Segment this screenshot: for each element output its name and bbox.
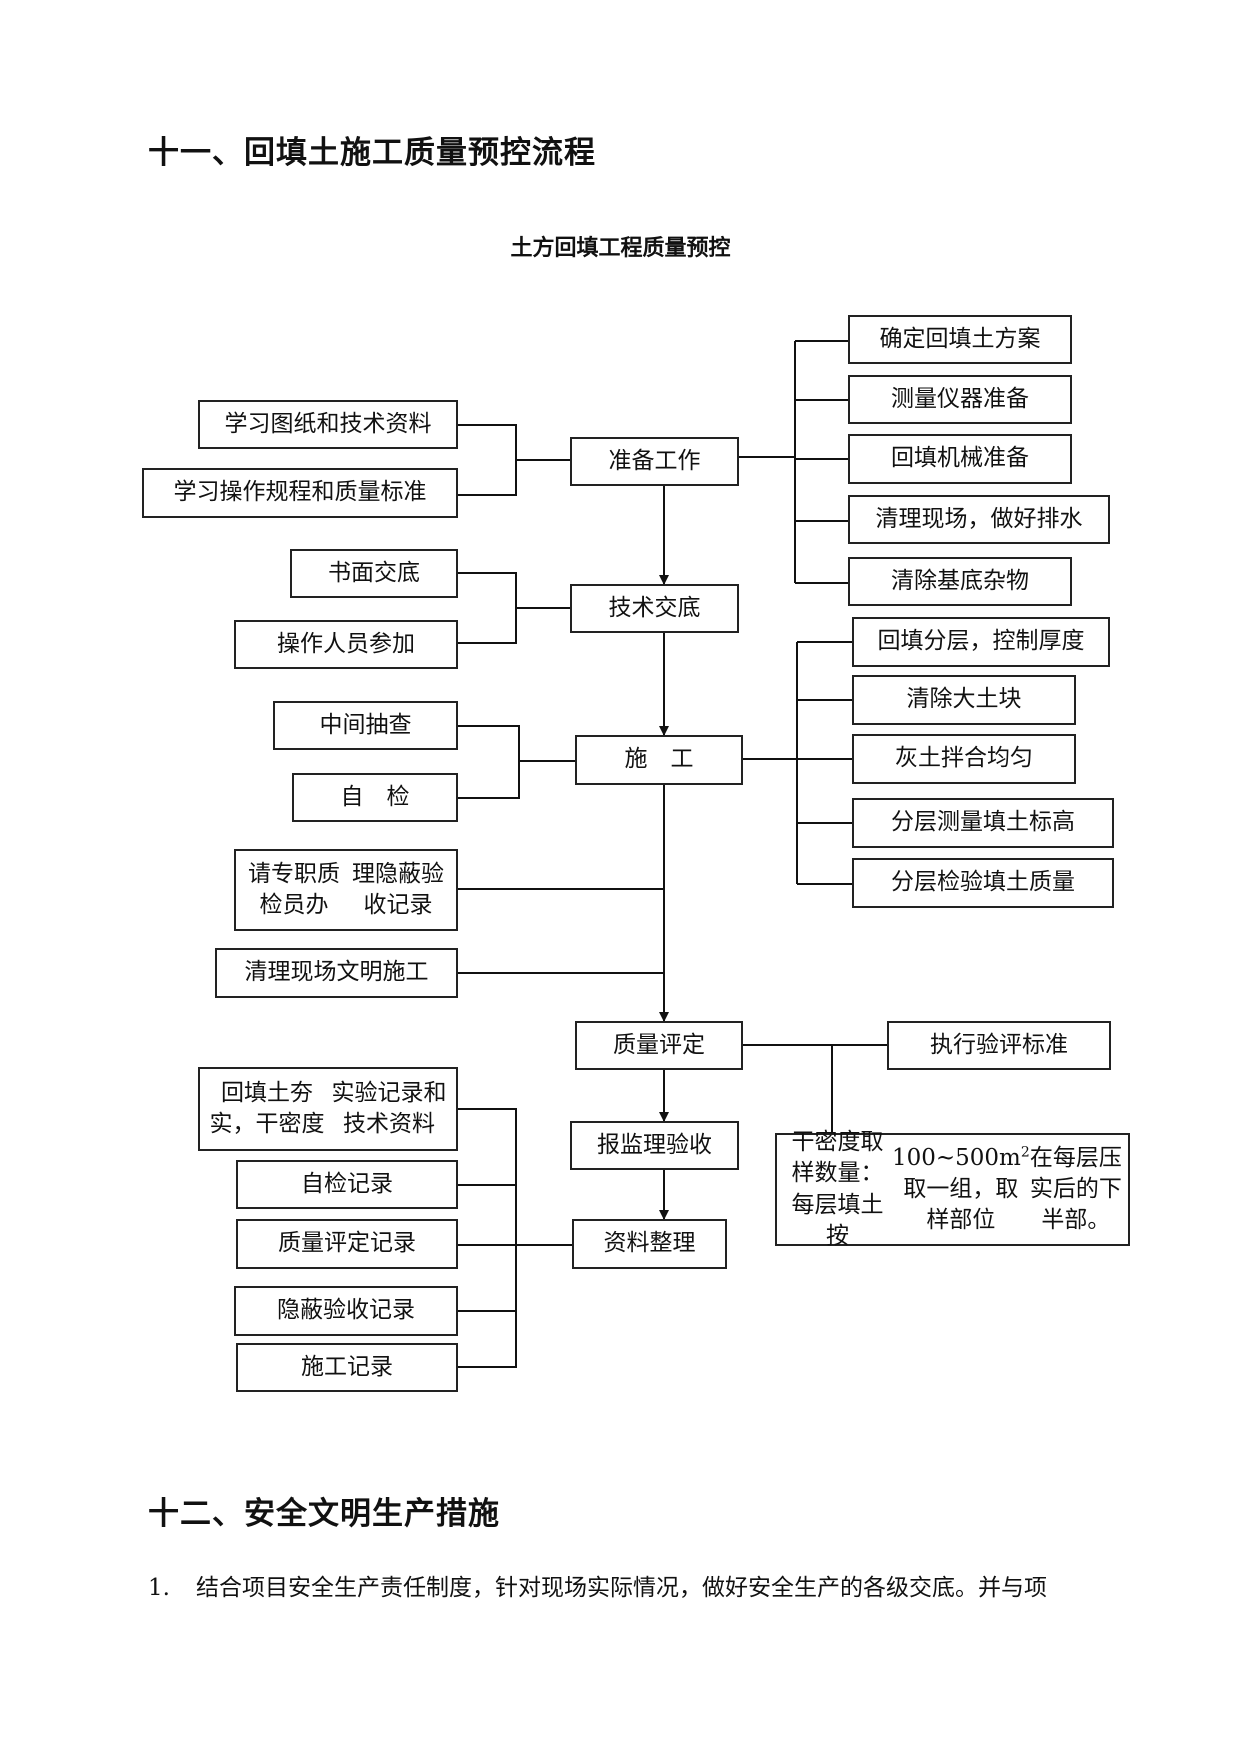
construction-right-item: 灰土拌合均匀 xyxy=(852,734,1076,784)
paragraph-text: 结合项目安全生产责任制度，针对现场实际情况，做好安全生产的各级交底。并与项 xyxy=(195,1575,1047,1601)
sampling-note-line2-pre: 100~500m xyxy=(891,1144,1021,1171)
prepare-right-item: 清理现场，做好排水 xyxy=(848,495,1110,544)
list-number: 1. xyxy=(148,1575,170,1601)
paragraph-item-1: 1. 结合项目安全生产责任制度，针对现场实际情况，做好安全生产的各级交底。并与项 xyxy=(148,1568,1047,1602)
archive-left-item-line2: 实验记录和技术资料 xyxy=(331,1079,447,1137)
construction-right-item: 分层检验填土质量 xyxy=(852,858,1114,908)
step-report-supervision: 报监理验收 xyxy=(570,1121,739,1170)
prepare-right-item: 回填机械准备 xyxy=(848,434,1072,484)
step-archive-documents: 资料整理 xyxy=(572,1219,727,1269)
inspection-record-box: 请专职质检员办 理隐蔽验收记录 xyxy=(234,849,458,931)
prepare-right-item: 测量仪器准备 xyxy=(848,375,1072,424)
prepare-left-item: 学习操作规程和质量标准 xyxy=(142,468,458,518)
briefing-left-item: 书面交底 xyxy=(290,549,458,598)
connector-construction-right xyxy=(743,641,852,885)
archive-left-item: 回填土夯实，干密度 实验记录和技术资料 xyxy=(198,1067,458,1151)
connector-prepare-left xyxy=(458,424,570,496)
archive-left-item: 质量评定记录 xyxy=(236,1219,458,1269)
briefing-left-item: 操作人员参加 xyxy=(234,620,458,669)
archive-left-item: 自检记录 xyxy=(236,1160,458,1209)
sampling-note-line1: 干密度取样数量：每层填土按 xyxy=(791,1129,884,1249)
step-quality-evaluation: 质量评定 xyxy=(575,1021,743,1070)
archive-left-item: 隐蔽验收记录 xyxy=(234,1286,458,1336)
sampling-note-line2-post: 取一组，取样部位 xyxy=(903,1175,1019,1234)
construction-right-item: 分层测量填土标高 xyxy=(852,798,1114,848)
sampling-note-line3: 在每层压实后的下半部。 xyxy=(1029,1144,1122,1234)
site-cleanup-box: 清理现场文明施工 xyxy=(215,948,458,998)
step-technical-briefing: 技术交底 xyxy=(570,584,739,633)
sampling-note-superscript: 2 xyxy=(1020,1144,1030,1161)
sampling-note-box: 干密度取样数量：每层填土按 100~500m2 取一组，取样部位 在每层压实后的… xyxy=(775,1129,1130,1249)
prepare-right-item: 清除基底杂物 xyxy=(848,557,1072,606)
step-construction: 施 工 xyxy=(575,735,743,785)
connector-archive-left xyxy=(458,1108,572,1368)
connector-prepare-right xyxy=(739,340,848,584)
archive-left-item-line1: 回填土夯实，干密度 xyxy=(209,1079,325,1137)
connector-briefing-left xyxy=(458,572,570,644)
inspection-record-line2: 理隐蔽验收记录 xyxy=(352,860,444,918)
construction-left-item: 中间抽查 xyxy=(273,701,458,750)
construction-right-item: 回填分层，控制厚度 xyxy=(852,617,1110,667)
construction-left-item: 自 检 xyxy=(292,773,458,822)
prepare-right-item: 确定回填土方案 xyxy=(848,315,1072,364)
section-heading-11: 十一、回填土施工质量预控流程 xyxy=(148,135,596,171)
archive-left-item: 施工记录 xyxy=(236,1343,458,1392)
sampling-note-line2: 100~500m2 取一组，取样部位 xyxy=(892,1143,1030,1236)
standard-box: 执行验评标准 xyxy=(887,1021,1111,1070)
construction-right-item: 清除大土块 xyxy=(852,675,1076,725)
step-prepare: 准备工作 xyxy=(570,437,739,486)
inspection-record-line1: 请专职质检员办 xyxy=(248,860,340,918)
prepare-left-item: 学习图纸和技术资料 xyxy=(198,400,458,449)
flowchart-title: 土方回填工程质量预控 xyxy=(510,236,731,261)
section-heading-12: 十二、安全文明生产措施 xyxy=(148,1496,500,1532)
connector-construction-left xyxy=(458,725,575,799)
